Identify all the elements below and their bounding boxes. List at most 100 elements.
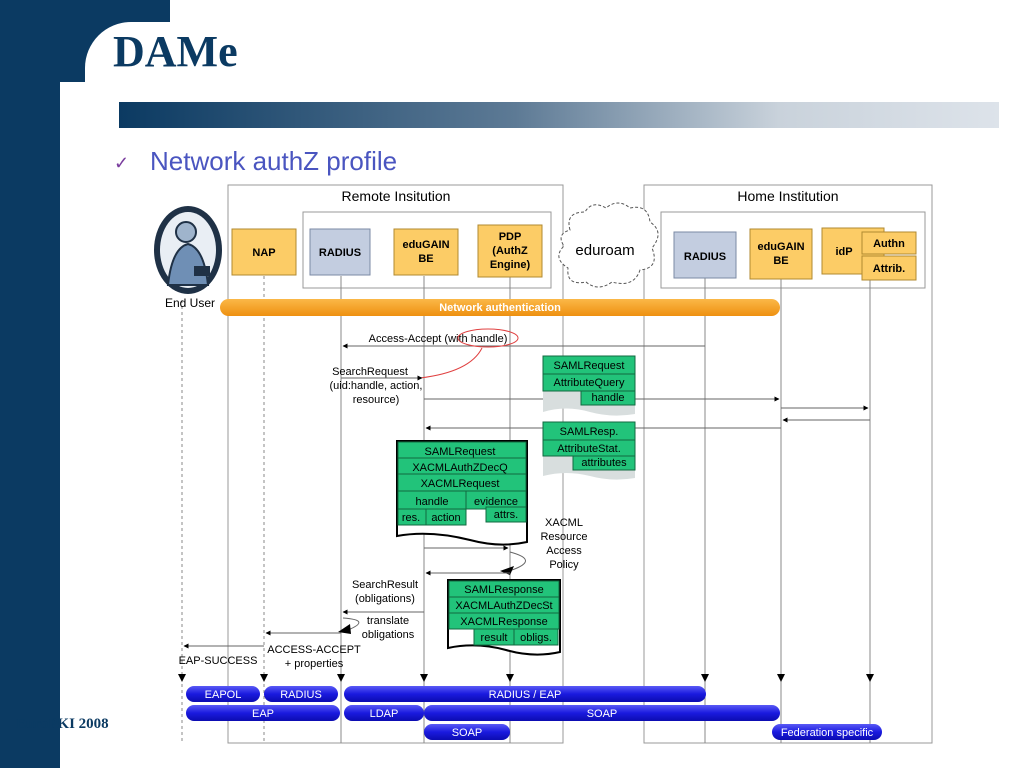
handle-highlight-ellipse (457, 328, 519, 348)
authn-label: Authn (873, 238, 905, 250)
search-request-label-2: (uid:handle, action, (330, 380, 423, 392)
pdp-label-3: Engine) (490, 259, 531, 271)
policy-loop-arrowhead (500, 566, 514, 575)
access-accept-caps-label-1: ACCESS-ACCEPT (267, 644, 361, 656)
eap-label: EAP (252, 708, 274, 720)
xacml-request-l1: SAMLRequest (425, 446, 496, 458)
xacml-request-l2: XACMLAuthZDecQ (412, 462, 508, 474)
eap-success-label: EAP-SUCCESS (179, 655, 258, 667)
xacml-response-obligs: obligs. (520, 632, 552, 644)
slide-subtitle: Network authZ profile (150, 146, 398, 176)
soap-long-label: SOAP (587, 708, 618, 720)
saml-resp-l3: attributes (581, 457, 627, 469)
xacml-policy-label-2: Resource (540, 531, 587, 543)
saml-request-l2: AttributeQuery (554, 377, 625, 389)
search-result-label-1: SearchResult (352, 579, 418, 591)
eapol-label: EAPOL (205, 689, 242, 701)
edugain-home-label-1: eduGAIN (757, 241, 804, 253)
nap-label: NAP (252, 247, 275, 259)
title-gradient-bar (119, 102, 999, 128)
translate-loop-arrowhead (338, 624, 351, 634)
xacml-response-result: result (481, 632, 508, 644)
edugain-remote-label-1: eduGAIN (402, 239, 449, 251)
nap-node (231, 228, 297, 276)
handle-link-curve (419, 347, 483, 379)
end-user-label: End User (165, 296, 215, 310)
xacml-request-l3: XACMLRequest (421, 478, 500, 490)
soap-short-pill (424, 724, 510, 740)
edugain-remote-label-2: BE (418, 253, 433, 265)
radius-eap-pill (344, 686, 706, 702)
saml-resp-l1: SAMLResp. (560, 426, 619, 438)
xacml-request-evidence: evidence (474, 496, 518, 508)
radius-home-label: RADIUS (684, 251, 726, 263)
search-request-label-3: resource) (353, 394, 399, 406)
footer-label: EuroPKI 2008 (16, 716, 109, 732)
access-accept-caps-label-2: + properties (285, 658, 344, 670)
radius-pill-label: RADIUS (280, 689, 322, 701)
remote-institution-label: Remote Insitution (342, 188, 451, 204)
radius-home-node (673, 231, 737, 279)
access-accept-label: Access-Accept (with handle) (369, 333, 508, 345)
search-result-label-2: (obligations) (355, 593, 415, 605)
saml-resp-document (542, 421, 636, 480)
xacml-response-l1: SAMLResponse (464, 584, 544, 596)
home-institution-frame (643, 184, 933, 744)
soap-long-pill (424, 705, 780, 721)
left-decor-band (0, 0, 60, 768)
radius-eap-label: RADIUS / EAP (489, 689, 562, 701)
saml-request-l3: handle (591, 392, 624, 404)
ldap-pill (344, 705, 424, 721)
radius-remote-node (309, 228, 371, 276)
xacml-policy-label-1: XACML (545, 517, 583, 529)
checkmark-icon: ✓ (114, 153, 130, 173)
search-request-label-1: SearchRequest (332, 366, 408, 378)
edugain-home-label-2: BE (773, 255, 788, 267)
pdp-label-2: (AuthZ (492, 245, 528, 257)
translate-label-1: translate (367, 615, 409, 627)
home-services-frame (660, 211, 926, 289)
ldap-label: LDAP (370, 708, 399, 720)
federation-label: Federation specific (781, 727, 874, 739)
saml-request-document (542, 355, 636, 416)
xacml-request-attrs: attrs. (494, 509, 518, 521)
attrib-label: Attrib. (873, 263, 905, 275)
remote-services-frame (302, 211, 552, 289)
xacml-response-l3: XACMLResponse (460, 616, 547, 628)
xacml-request-handle: handle (415, 496, 448, 508)
home-institution-label: Home Institution (737, 188, 838, 204)
xacml-request-document (396, 440, 528, 546)
eapol-pill (186, 686, 260, 702)
xacml-request-res: res. (402, 512, 420, 524)
xacml-policy-label-3: Access (546, 545, 582, 557)
network-authentication-bar (220, 299, 780, 316)
xacml-request-action: action (431, 512, 460, 524)
translate-loop-curve (342, 617, 360, 631)
lifeline-terminal-arrows (178, 674, 874, 682)
xacml-response-l2: XACMLAuthZDecSt (455, 600, 552, 612)
end-user-icon (154, 206, 222, 294)
pdp-node (477, 224, 543, 278)
soap-short-label: SOAP (452, 727, 483, 739)
slide-title: DAMe (113, 27, 238, 76)
eap-pill (186, 705, 340, 721)
authn-box (861, 231, 917, 255)
saml-resp-l2: AttributeStat. (557, 443, 621, 455)
network-authentication-label: Network authentication (439, 302, 561, 314)
xacml-policy-label-4: Policy (549, 559, 579, 571)
policy-loop-curve (509, 551, 526, 571)
edugain-remote-node (393, 228, 459, 276)
xacml-response-document (447, 579, 561, 656)
pdp-label-1: PDP (499, 231, 522, 243)
eduroam-label: eduroam (575, 242, 634, 259)
corner-decor-curve (85, 22, 225, 152)
edugain-home-node (749, 228, 813, 280)
radius-pill (264, 686, 338, 702)
idp-label: idP (835, 246, 852, 258)
saml-request-l1: SAMLRequest (554, 360, 625, 372)
federation-pill (772, 724, 882, 740)
eduroam-cloud-icon (558, 202, 659, 288)
radius-remote-label: RADIUS (319, 247, 361, 259)
translate-label-2: obligations (362, 629, 415, 641)
